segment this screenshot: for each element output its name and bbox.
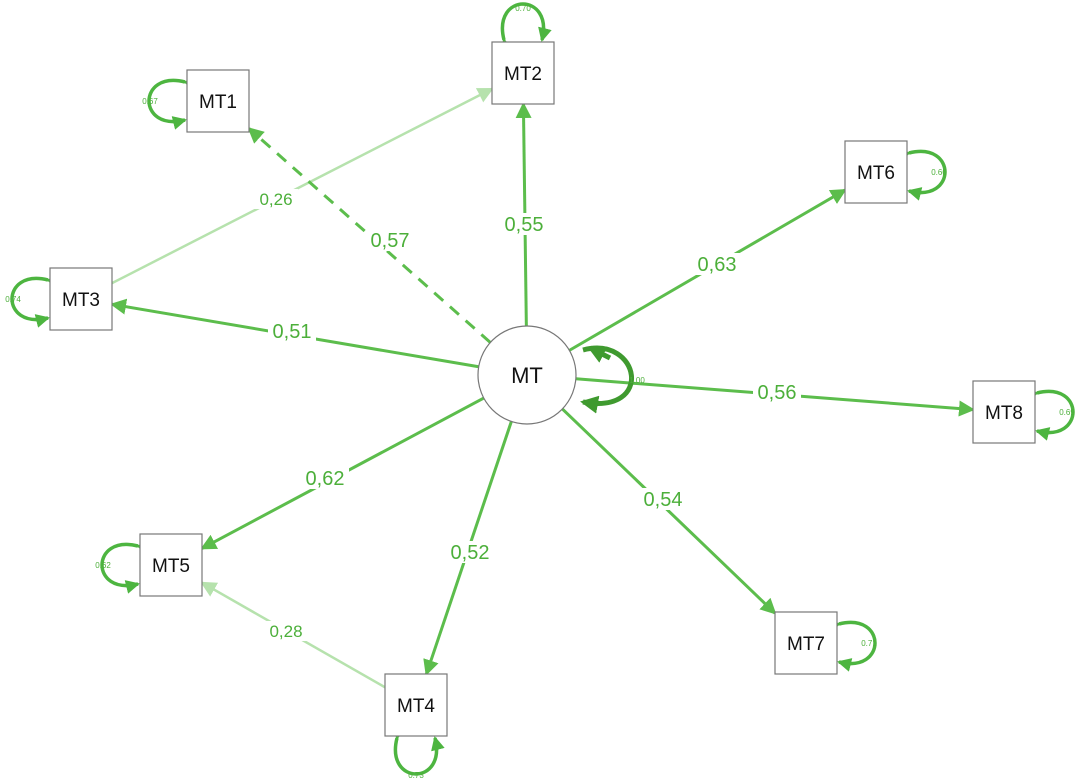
indicator-label: MT4 [397, 696, 435, 717]
latent-variance-arrowhead [587, 345, 612, 363]
residual-arc [147, 78, 199, 130]
indicator-node-mt1[interactable]: MT1 [186, 69, 250, 133]
indicator-node-mt2[interactable]: MT2 [491, 41, 555, 105]
loading-edge-mt2[interactable]: 0,55 [500, 102, 548, 327]
indicator-label: MT5 [152, 556, 190, 577]
covariance-value-label: 0,26 [259, 190, 292, 209]
residual-loop-mt1[interactable]: 0.67 [142, 78, 199, 130]
residual-layer: 0.67 0.70 0.74 0.73 0.62 0.60 0.71 0.69 [5, 2, 1075, 780]
indicator-node-mt6[interactable]: MT6 [844, 140, 908, 204]
loading-label-bg [446, 541, 494, 563]
residual-value-label: 0.74 [5, 295, 21, 304]
loading-label-bg [366, 229, 414, 251]
residual-value-label: 0.62 [95, 561, 111, 570]
residual-loop-mt5[interactable]: 0.62 [95, 542, 152, 594]
residual-arc [825, 620, 877, 672]
covariance-edge-mt4-mt5[interactable]: 0,28 [200, 581, 402, 702]
loading-value-label: 0,51 [273, 321, 312, 343]
loading-label-bg [301, 467, 349, 489]
residual-value-label: 0.70 [515, 4, 531, 13]
residual-arc [500, 2, 552, 54]
indicator-label: MT2 [504, 64, 542, 85]
loading-value-label: 0,57 [371, 230, 410, 252]
residual-value-label: 0.67 [142, 97, 158, 106]
indicator-label: MT1 [199, 92, 237, 113]
covariance-label-bg [264, 621, 308, 641]
loading-value-label: 0,52 [451, 542, 490, 564]
loading-label-bg [693, 253, 741, 275]
loading-edge-mt5[interactable]: 0,62 [200, 396, 485, 550]
loading-edge-mt8[interactable]: 0,56 [575, 377, 975, 417]
loading-value-label: 0,54 [644, 489, 683, 511]
indicator-label: MT3 [62, 290, 100, 311]
residual-loop-mt2[interactable]: 0.70 [500, 2, 552, 54]
residual-arc [1023, 389, 1075, 441]
residual-arc [393, 724, 445, 776]
loading-edge-mt6[interactable]: 0,63 [568, 188, 847, 352]
covariance-line [95, 87, 494, 297]
loading-line [561, 407, 777, 615]
residual-arc [100, 542, 152, 594]
indicator-node-mt3[interactable]: MT3 [49, 267, 113, 331]
latent-node-mt[interactable]: MT 1.00 [477, 325, 645, 425]
indicator-label: MT7 [787, 634, 825, 655]
indicator-node-mt7[interactable]: MT7 [774, 611, 838, 675]
residual-arc [10, 276, 62, 328]
loading-label-bg [753, 381, 801, 403]
covariance-label-bg [254, 189, 298, 209]
residual-loop-mt6[interactable]: 0.60 [895, 149, 947, 201]
loading-label-bg [268, 320, 316, 342]
loading-layer: 0,57 0,55 0,51 0,52 0,62 0,63 0,54 0,56 [110, 102, 975, 676]
residual-loop-mt8[interactable]: 0.69 [1023, 389, 1075, 441]
loading-line [247, 127, 492, 344]
indicator-label: MT8 [985, 403, 1023, 424]
indicator-node-mt4[interactable]: MT4 [384, 673, 448, 737]
residual-value-label: 0.71 [861, 639, 877, 648]
indicator-node-mt8[interactable]: MT8 [972, 380, 1036, 444]
loading-value-label: 0,62 [306, 468, 345, 490]
residual-loop-mt3[interactable]: 0.74 [5, 276, 62, 328]
loading-value-label: 0,56 [758, 382, 797, 404]
residual-value-label: 0.69 [1059, 408, 1075, 417]
residual-arc [895, 149, 947, 201]
loading-value-label: 0,63 [698, 254, 737, 276]
loading-edge-mt3[interactable]: 0,51 [110, 298, 479, 369]
covariance-edge-mt3-mt2[interactable]: 0,26 [95, 87, 494, 297]
residual-loop-mt7[interactable]: 0.71 [825, 620, 877, 672]
latent-label: MT [511, 363, 543, 388]
loading-edge-mt1[interactable]: 0,57 [247, 127, 492, 344]
latent-circle [477, 325, 577, 425]
loading-value-label: 0,55 [505, 214, 544, 236]
indicator-node-mt5[interactable]: MT5 [139, 533, 203, 597]
indicator-label: MT6 [857, 163, 895, 184]
residual-loop-mt4[interactable]: 0.73 [393, 724, 445, 780]
covariance-value-label: 0,28 [269, 622, 302, 641]
residual-value-label: 0.60 [931, 168, 947, 177]
loading-label-bg [639, 488, 687, 510]
covariance-layer: 0,26 0,28 [95, 87, 494, 702]
loading-label-bg [500, 213, 548, 235]
loading-edge-mt7[interactable]: 0,54 [561, 407, 777, 615]
latent-variance-label: 1.00 [629, 376, 645, 385]
residual-value-label: 0.73 [408, 771, 424, 780]
loading-edge-mt4[interactable]: 0,52 [423, 420, 513, 676]
